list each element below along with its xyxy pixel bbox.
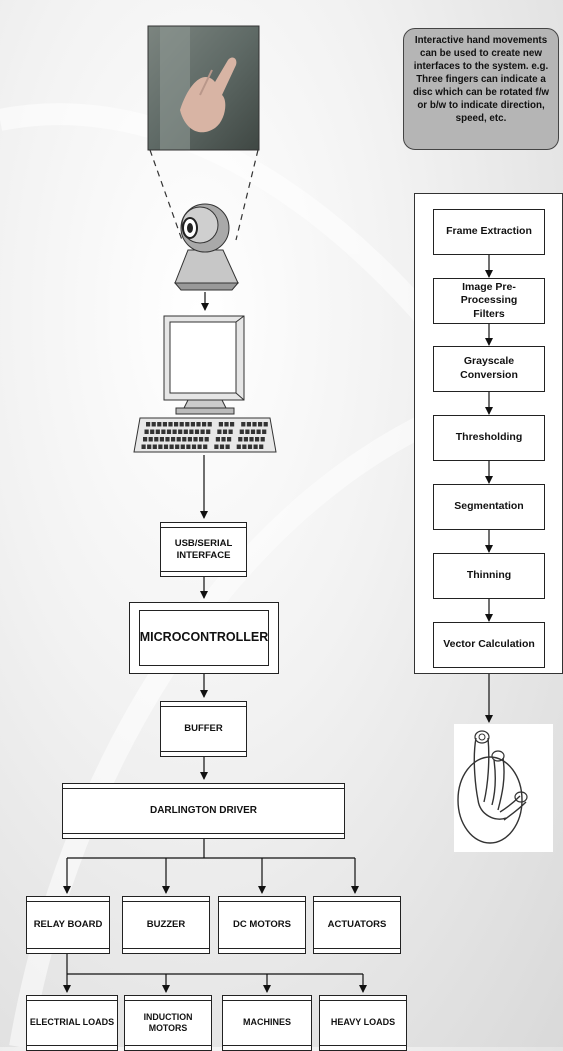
- step-image-preprocessing: Image Pre-Processing Filters: [433, 278, 545, 324]
- step-label: Filters: [473, 307, 505, 320]
- step-thinning: Thinning: [433, 553, 545, 599]
- step-label: Image Pre-Processing: [460, 280, 518, 307]
- buffer-box: BUFFER: [160, 701, 247, 757]
- step-grayscale-conversion: Grayscale Conversion: [433, 346, 545, 392]
- box-label: ELECTRIAL LOADS: [29, 1017, 115, 1028]
- microcontroller-box: MICROCONTROLLER: [129, 602, 279, 674]
- camera-view-lines: [149, 149, 259, 241]
- output-actuators: ACTUATORS: [313, 896, 401, 954]
- step-thresholding: Thresholding: [433, 415, 545, 461]
- hand-gesture-sketch: [454, 724, 553, 852]
- load-machines: MACHINES: [222, 995, 312, 1051]
- step-vector-calculation: Vector Calculation: [433, 622, 545, 668]
- step-label: Thinning: [466, 569, 512, 582]
- output-dc-motors: DC MOTORS: [218, 896, 306, 954]
- hand-photo: [147, 25, 260, 151]
- box-label: ACTUATORS: [327, 919, 387, 931]
- box-label: BUFFER: [184, 723, 223, 735]
- output-relay-board: RELAY BOARD: [26, 896, 110, 954]
- flow-connectors: [63, 455, 367, 993]
- step-segmentation: Segmentation: [433, 484, 545, 530]
- box-label: INTERFACE: [176, 549, 231, 561]
- output-buzzer: BUZZER: [122, 896, 210, 954]
- keyboard-icon: [133, 417, 277, 453]
- usb-serial-interface-box: USB/SERIAL INTERFACE: [160, 522, 247, 577]
- box-label: DC MOTORS: [233, 919, 291, 931]
- step-label: Segmentation: [454, 500, 524, 513]
- box-label: DARLINGTON DRIVER: [149, 804, 258, 816]
- load-electrical-loads: ELECTRIAL LOADS: [26, 995, 118, 1051]
- box-label: USB/SERIAL: [174, 537, 233, 549]
- step-frame-extraction: Frame Extraction: [433, 209, 545, 255]
- gesture-note-callout: Interactive hand movements can be used t…: [403, 28, 559, 150]
- step-label: Thresholding: [455, 431, 523, 444]
- box-label: MACHINES: [242, 1017, 291, 1028]
- webcam-icon: [173, 203, 240, 291]
- computer-monitor-icon: [163, 315, 245, 415]
- box-label: MICROCONTROLLER: [139, 630, 269, 645]
- microcontroller-inner-box: MICROCONTROLLER: [139, 610, 269, 666]
- darlington-driver-box: DARLINGTON DRIVER: [62, 783, 345, 839]
- step-label: Grayscale Conversion: [460, 355, 518, 381]
- step-label: Vector Calculation: [443, 638, 535, 651]
- box-label: HEAVY LOADS: [330, 1017, 396, 1028]
- box-label: RELAY BOARD: [33, 919, 103, 931]
- box-label: BUZZER: [146, 919, 186, 931]
- box-label: INDUCTION MOTORS: [143, 1012, 193, 1033]
- step-label: Frame Extraction: [446, 225, 532, 238]
- load-heavy-loads: HEAVY LOADS: [319, 995, 407, 1051]
- load-induction-motors: INDUCTION MOTORS: [124, 995, 212, 1051]
